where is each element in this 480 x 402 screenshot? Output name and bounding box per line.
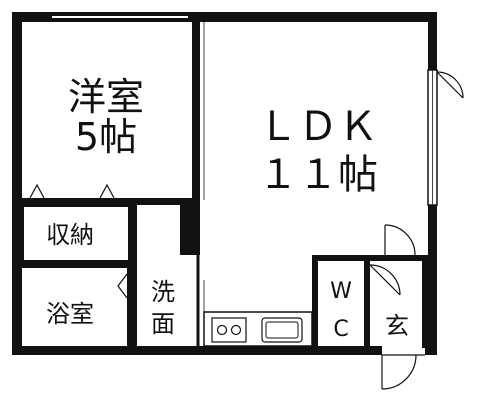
storage-name: 収納: [46, 221, 94, 249]
bathroom-door-mark: [117, 273, 128, 299]
washroom-name-2: 面: [151, 310, 175, 338]
toilet-name-2: C: [333, 317, 348, 342]
western-room-name: 洋室: [68, 75, 144, 119]
outer-walls: [12, 12, 437, 355]
washroom-name: 洗: [151, 278, 175, 306]
kitchen-counter: [203, 311, 313, 347]
wc-door: [369, 264, 401, 296]
stove-icon: [211, 317, 247, 343]
ldk-size: １１帖: [258, 152, 378, 198]
entrance-door: [381, 354, 425, 390]
sink-icon: [261, 317, 303, 343]
balcony-door: [436, 71, 464, 99]
closet-door-marks: [29, 183, 115, 199]
toilet-name: W: [330, 279, 352, 304]
western-room-size: 5帖: [75, 115, 137, 159]
bathroom-name: 浴室: [46, 300, 94, 328]
entrance-name: 玄: [385, 312, 409, 340]
ldk-door: [384, 224, 416, 256]
ldk-name: ＬＤＫ: [258, 104, 378, 150]
window-right: [427, 69, 438, 206]
room-labels: 洋室 5帖 ＬＤＫ １１帖 収納 浴室 洗 面 W C 玄: [46, 75, 409, 342]
